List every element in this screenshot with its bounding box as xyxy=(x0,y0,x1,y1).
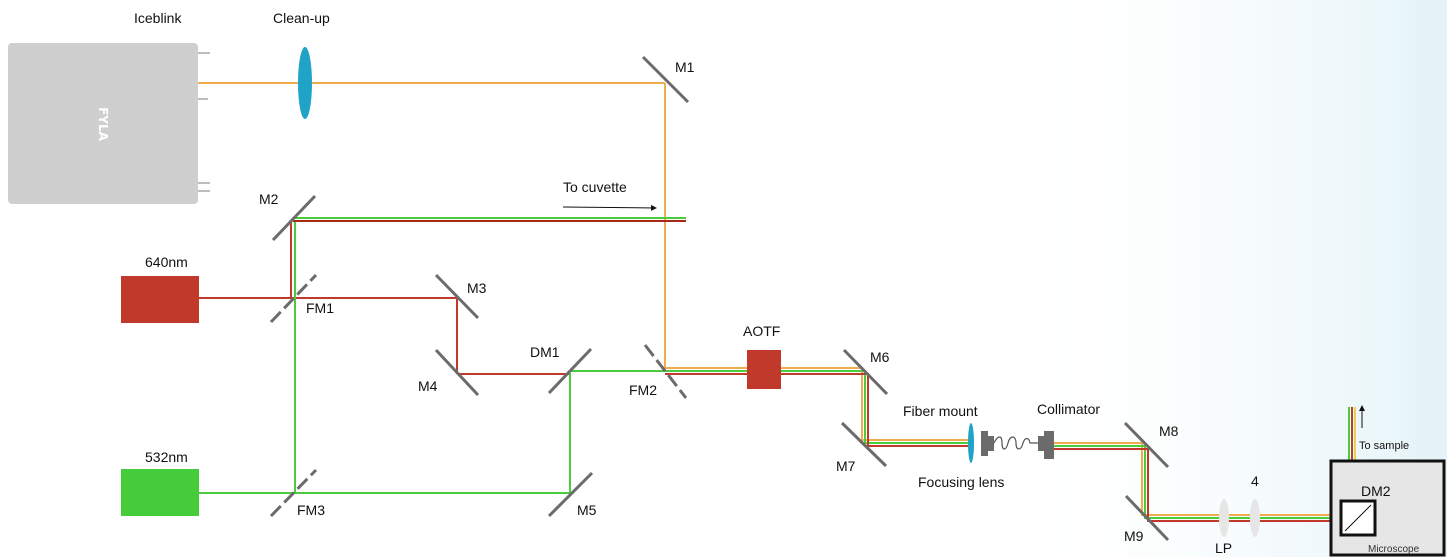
microscope xyxy=(1329,459,1446,557)
laser-532nm xyxy=(121,469,199,516)
fm3-label: FM3 xyxy=(297,502,325,518)
dm2-label: DM2 xyxy=(1361,483,1391,499)
laser-640nm-label: 640nm xyxy=(145,254,188,270)
laser-532nm-label: 532nm xyxy=(145,449,188,465)
mirror-icon xyxy=(1123,421,1170,469)
m6-label: M6 xyxy=(870,349,890,365)
mirror-icon xyxy=(840,421,888,468)
mirror-icon xyxy=(547,471,594,518)
mirror-icon xyxy=(641,55,690,104)
mirror-icon xyxy=(1124,494,1170,542)
lens-4-label: 4 xyxy=(1251,473,1259,489)
m1-label: M1 xyxy=(675,59,695,75)
fm1-label: FM1 xyxy=(306,300,334,316)
aotf-box xyxy=(747,350,781,389)
collimator-label: Collimator xyxy=(1037,401,1100,417)
flip-mirror-icon xyxy=(269,273,318,324)
iceblink-laser: FYLA xyxy=(8,43,210,204)
laser-logo: FYLA xyxy=(96,107,110,142)
mirror-icon xyxy=(434,273,480,320)
microscope-label: Microscope xyxy=(1368,544,1420,555)
collimator xyxy=(1038,431,1054,459)
flip-mirror-icon xyxy=(269,468,318,518)
laser-640nm xyxy=(121,276,199,323)
arrow-icon xyxy=(562,204,657,211)
m2-label: M2 xyxy=(259,191,279,207)
mirror-icon xyxy=(842,348,889,396)
green-beam xyxy=(199,222,665,494)
fiber-coil-icon xyxy=(993,436,1041,450)
m9-label: M9 xyxy=(1124,528,1144,544)
mirror-icon xyxy=(434,348,480,397)
to-sample-label: To sample xyxy=(1359,440,1409,452)
m4-label: M4 xyxy=(418,378,438,394)
m7-label: M7 xyxy=(836,458,856,474)
flip-mirror-icon xyxy=(643,344,688,399)
aotf-label: AOTF xyxy=(743,323,780,339)
fm2-label: FM2 xyxy=(629,382,657,398)
m8-label: M8 xyxy=(1159,423,1179,439)
fiber-mount-label: Fiber mount xyxy=(903,403,978,419)
iceblink-label: Iceblink xyxy=(134,10,182,26)
m3-label: M3 xyxy=(467,280,487,296)
mirror-icon xyxy=(271,194,317,242)
lens-icon xyxy=(1250,499,1260,537)
cuvette-beam xyxy=(293,217,686,222)
m5-label: M5 xyxy=(577,502,597,518)
to-cuvette-label: To cuvette xyxy=(563,179,627,195)
lens-icon xyxy=(1219,499,1229,537)
dichroic-mirror-icon xyxy=(547,347,593,395)
lp-label: LP xyxy=(1215,540,1232,556)
fiber-mount xyxy=(981,431,994,456)
lens-icon xyxy=(298,47,312,119)
orange-beam xyxy=(198,82,666,368)
cleanup-label: Clean-up xyxy=(273,10,330,26)
focusing-lens-label: Focusing lens xyxy=(918,474,1004,490)
dm1-label: DM1 xyxy=(530,344,560,360)
red-beam xyxy=(199,222,570,375)
lens-icon xyxy=(968,423,974,463)
